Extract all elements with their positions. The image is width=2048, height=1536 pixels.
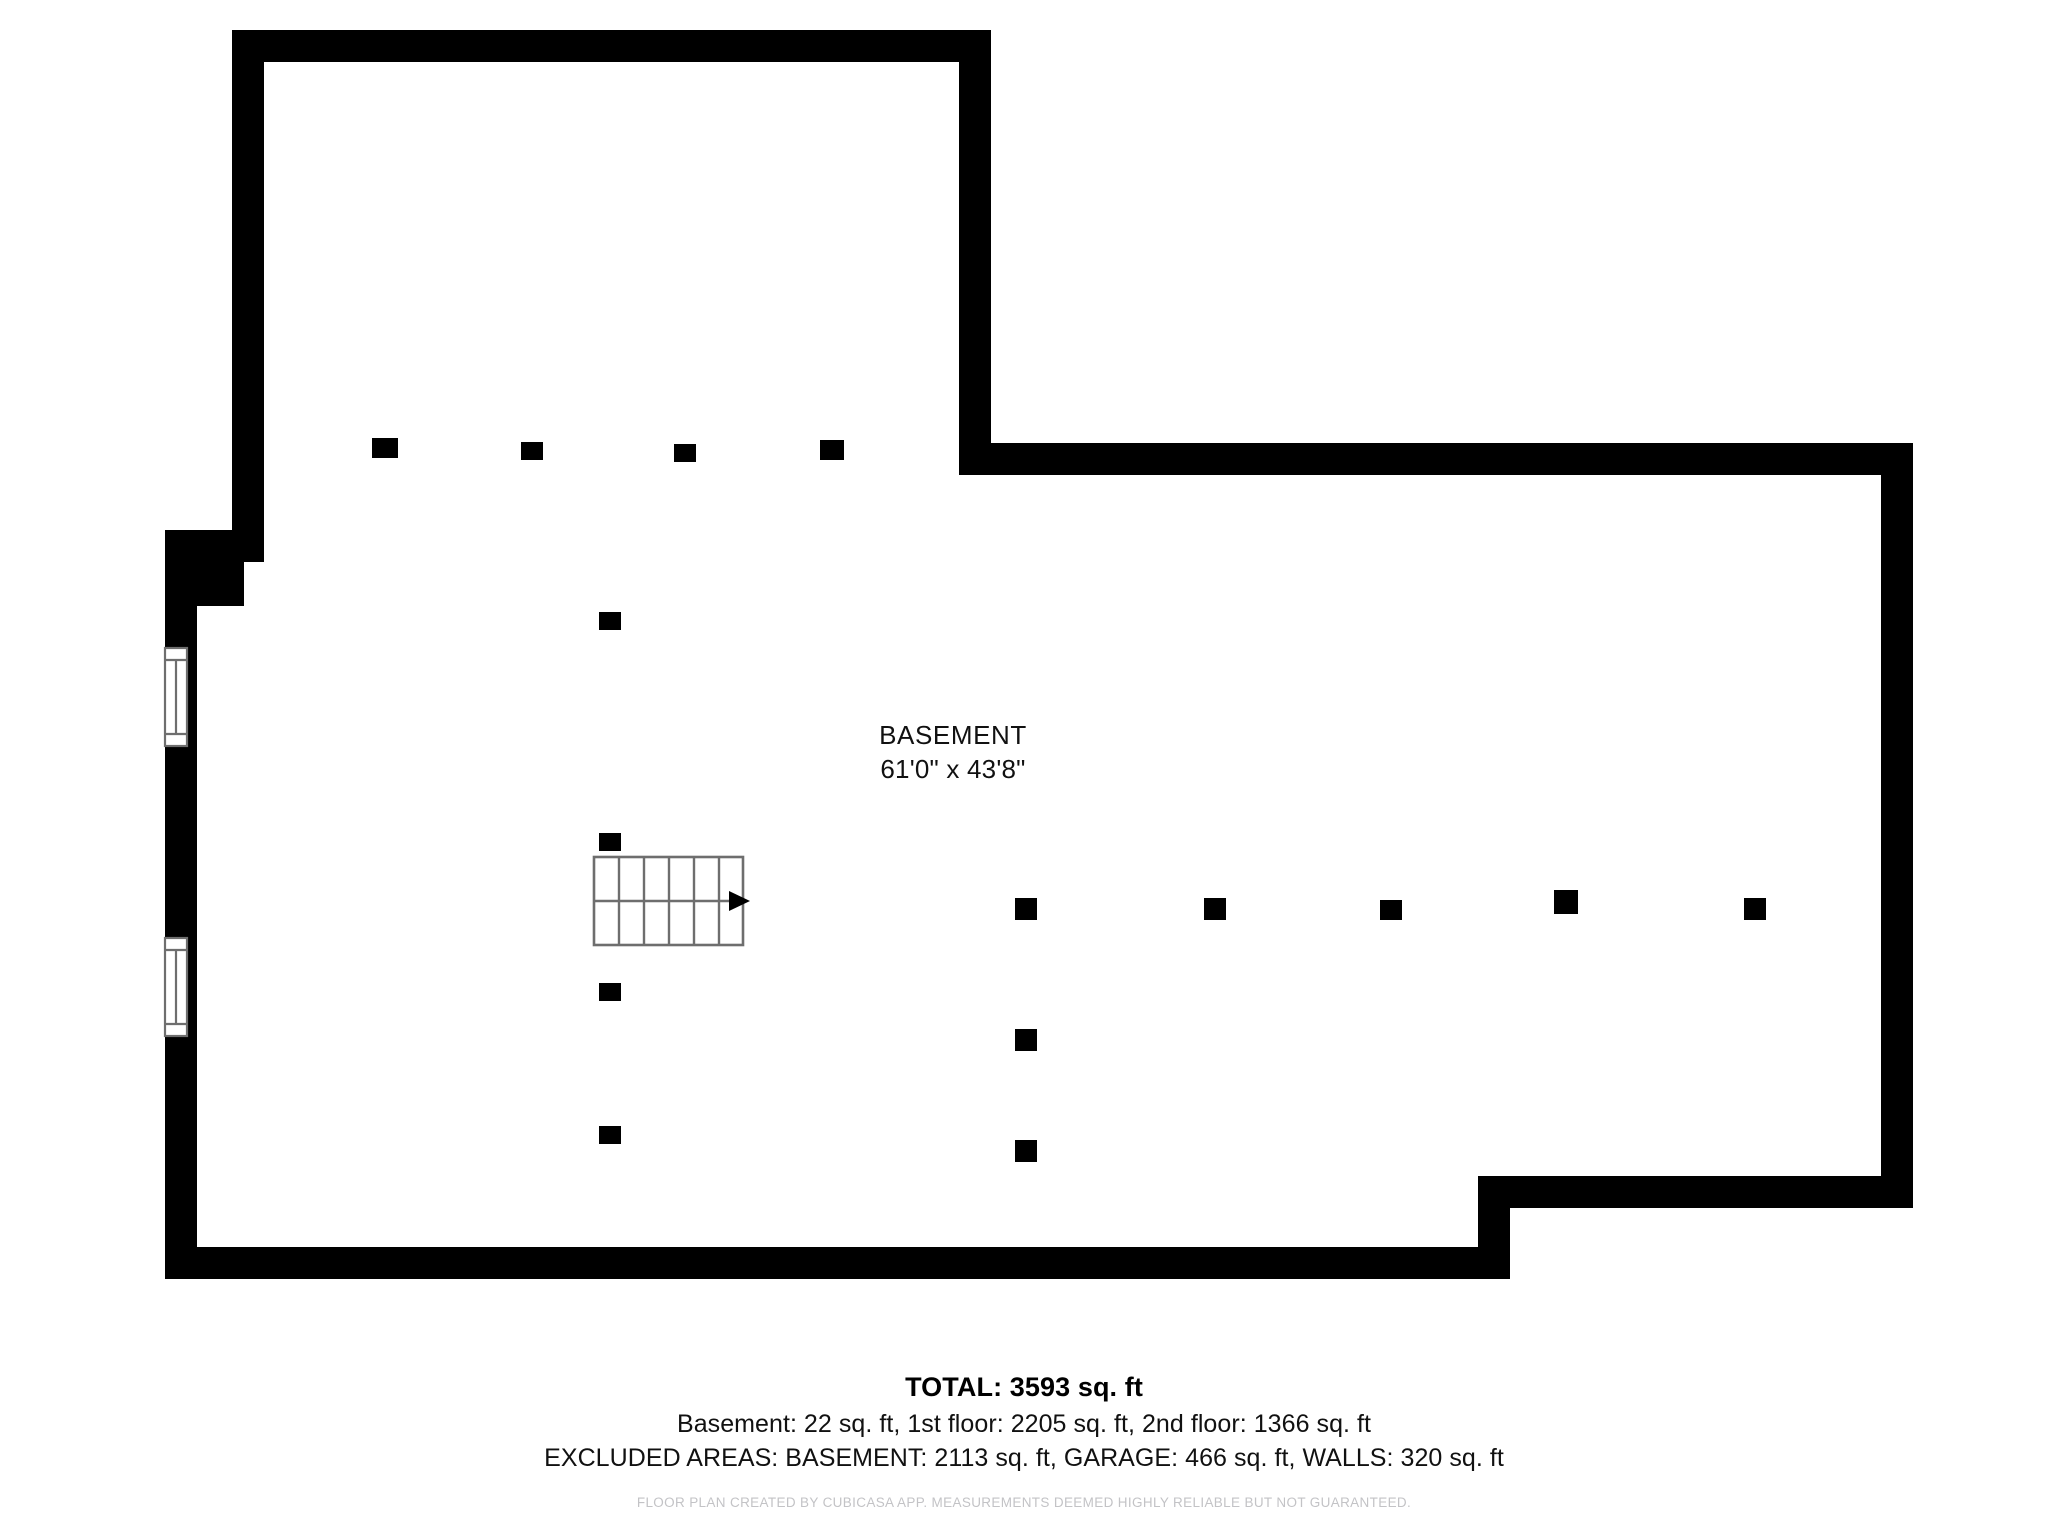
window-left-lower <box>163 936 189 1038</box>
chimney-block <box>166 531 244 606</box>
exterior-walls <box>165 30 1913 1279</box>
dimension-arrow-bottom <box>408 1254 424 1268</box>
floor-plan-canvas: BASEMENT 61'0" x 43'8" <box>163 30 1913 1279</box>
column <box>1204 898 1226 920</box>
column <box>521 442 543 460</box>
support-columns <box>372 438 1766 1162</box>
window-left-upper <box>163 646 189 748</box>
column <box>1015 1140 1037 1162</box>
dimension-markers <box>174 42 1903 1268</box>
basement-stairs <box>592 855 750 947</box>
column <box>1015 1029 1037 1051</box>
total-area-label: TOTAL: 3593 sq. ft <box>905 1372 1143 1402</box>
column <box>1380 900 1402 920</box>
dimension-arrow-left <box>174 864 188 880</box>
disclaimer-label: FLOOR PLAN CREATED BY CUBICASA APP. MEAS… <box>636 1495 1412 1510</box>
room-label-basement: BASEMENT 61'0" x 43'8" <box>879 718 1027 787</box>
stair-direction-arrow <box>729 891 750 911</box>
floor-breakdown-label: Basement: 22 sq. ft, 1st floor: 2205 sq.… <box>676 1410 1372 1438</box>
area-summary: TOTAL: 3593 sq. ft Basement: 22 sq. ft, … <box>0 1372 2048 1510</box>
column <box>599 833 621 851</box>
room-name: BASEMENT <box>879 720 1027 750</box>
floor-plan-drawing <box>163 30 1913 1279</box>
column <box>1554 890 1578 914</box>
column <box>674 444 696 462</box>
column <box>1015 898 1037 920</box>
room-dimensions: 61'0" x 43'8" <box>880 754 1026 785</box>
column <box>372 438 398 458</box>
wall-outline-path <box>165 30 1913 1279</box>
column <box>599 1126 621 1144</box>
dimension-arrow-top <box>408 42 424 56</box>
column <box>599 612 621 630</box>
column <box>599 983 621 1001</box>
column <box>1744 898 1766 920</box>
dimension-arrow-right <box>1889 864 1903 880</box>
excluded-areas-label: EXCLUDED AREAS: BASEMENT: 2113 sq. ft, G… <box>544 1444 1504 1472</box>
column <box>820 440 844 460</box>
